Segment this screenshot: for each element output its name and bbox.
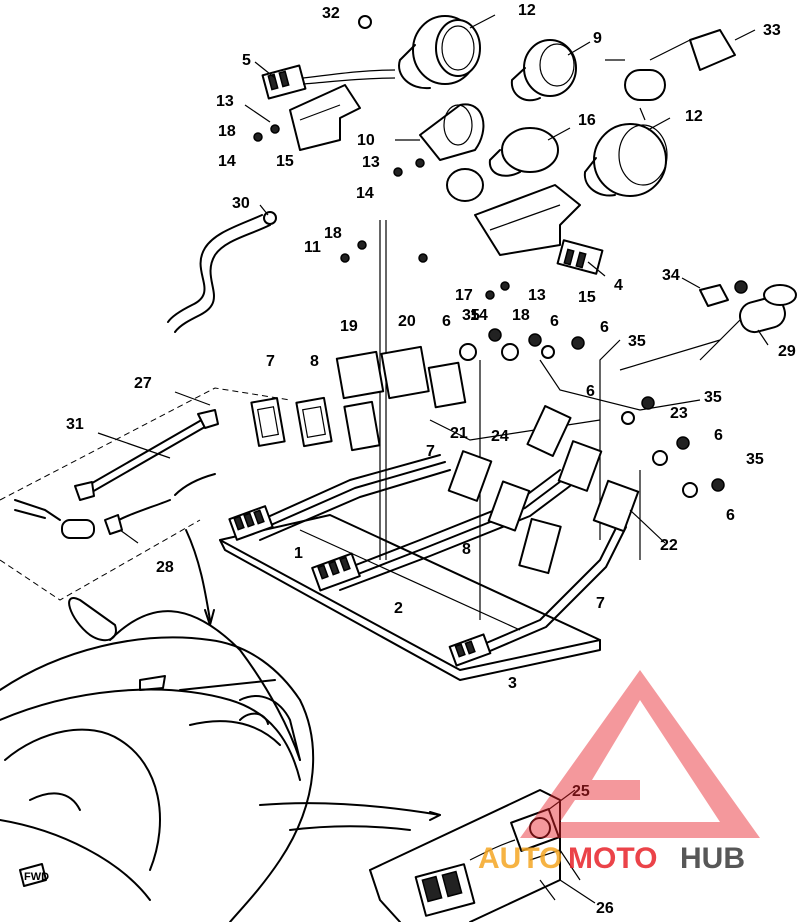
callout-20: 20 — [398, 313, 416, 330]
bulb-34 — [699, 284, 729, 307]
harness-board — [219, 514, 601, 681]
callout-7-middle: 7 — [426, 443, 435, 460]
washers — [488, 280, 748, 492]
fwd-indicator: FWD — [19, 863, 49, 887]
callout-17: 17 — [455, 287, 473, 304]
callout-14-middle: 14 — [356, 185, 374, 202]
callout-33: 33 — [763, 22, 781, 39]
callout-35-a: 35 — [462, 307, 480, 324]
callout-4: 4 — [614, 277, 623, 294]
callout-22: 22 — [660, 537, 678, 554]
callout-6-a: 6 — [442, 313, 451, 330]
callout-18-middle: 18 — [324, 225, 342, 242]
fwd-label: FWD — [24, 871, 49, 883]
callout-13-upper: 13 — [216, 93, 234, 110]
sensor-29 — [739, 284, 797, 334]
connector-1 — [228, 505, 274, 541]
callout-8-left: 8 — [310, 353, 319, 370]
callout-12-right: 12 — [685, 108, 703, 125]
watermark-auto: AUTO — [478, 842, 562, 875]
watermark-moto: MOTO — [568, 842, 657, 875]
bracket-15-lower — [474, 184, 581, 256]
callout-7-lower: 7 — [596, 595, 605, 612]
callout-7-left: 7 — [266, 353, 275, 370]
callout-13-middle: 13 — [362, 154, 380, 171]
callout-6-c: 6 — [600, 319, 609, 336]
callout-28: 28 — [156, 559, 174, 576]
callout-9: 9 — [593, 30, 602, 47]
callout-6-b: 6 — [550, 313, 559, 330]
callout-15-lower: 15 — [578, 289, 596, 306]
callout-13-lower: 13 — [528, 287, 546, 304]
callout-16: 16 — [578, 112, 596, 129]
callout-31: 31 — [66, 416, 84, 433]
connector-33 — [605, 29, 736, 101]
callout-2: 2 — [394, 600, 403, 617]
connector-3 — [448, 633, 492, 667]
connector-2 — [311, 552, 361, 592]
callout-10: 10 — [357, 132, 375, 149]
callout-27: 27 — [134, 375, 152, 392]
bracket-15-upper — [289, 84, 361, 151]
callout-35-d: 35 — [746, 451, 764, 468]
switch-cluster — [335, 343, 698, 498]
callout-19: 19 — [340, 318, 358, 335]
callout-6-f: 6 — [726, 507, 735, 524]
callout-21: 21 — [450, 425, 468, 442]
callout-30: 30 — [232, 195, 250, 212]
callout-15-upper: 15 — [276, 153, 294, 170]
callout-23: 23 — [670, 405, 688, 422]
callout-34: 34 — [662, 267, 680, 284]
callout-25: 25 — [572, 783, 590, 800]
control-box-panel — [369, 789, 581, 922]
callout-3: 3 — [508, 675, 517, 692]
harness-wires — [249, 220, 741, 658]
callout-1: 1 — [294, 545, 303, 562]
callout-12-top: 12 — [518, 2, 536, 19]
callout-18-lower: 18 — [512, 307, 530, 324]
callout-26: 26 — [596, 900, 614, 917]
callout-11: 11 — [304, 239, 321, 256]
gauges — [398, 15, 668, 202]
callout-32: 32 — [322, 5, 340, 22]
connector-5 — [261, 64, 396, 100]
watermark: AUTO MOTO HUB — [478, 670, 760, 875]
callout-6-d: 6 — [586, 383, 595, 400]
callout-5: 5 — [242, 52, 251, 69]
leader-lines — [97, 14, 769, 904]
callout-8-lower: 8 — [462, 541, 471, 558]
callout-18-upper: 18 — [218, 123, 236, 140]
callout-24: 24 — [491, 428, 509, 445]
watermark-hub: HUB — [680, 842, 745, 875]
accessory-box — [0, 387, 291, 601]
watermark-logo — [520, 670, 760, 838]
callout-6-e: 6 — [714, 427, 723, 444]
callout-14-lower: 14 — [470, 307, 488, 324]
relays — [250, 396, 640, 575]
callout-numbers: 32 12 9 33 5 13 18 14 15 10 16 12 13 14 … — [66, 2, 796, 917]
callout-29: 29 — [778, 343, 796, 360]
callout-14-upper: 14 — [218, 153, 236, 170]
hose-30 — [167, 211, 277, 333]
screws — [253, 15, 510, 300]
callout-35-b: 35 — [628, 333, 646, 350]
callout-35-c: 35 — [704, 389, 722, 406]
hull-outline — [0, 529, 441, 922]
